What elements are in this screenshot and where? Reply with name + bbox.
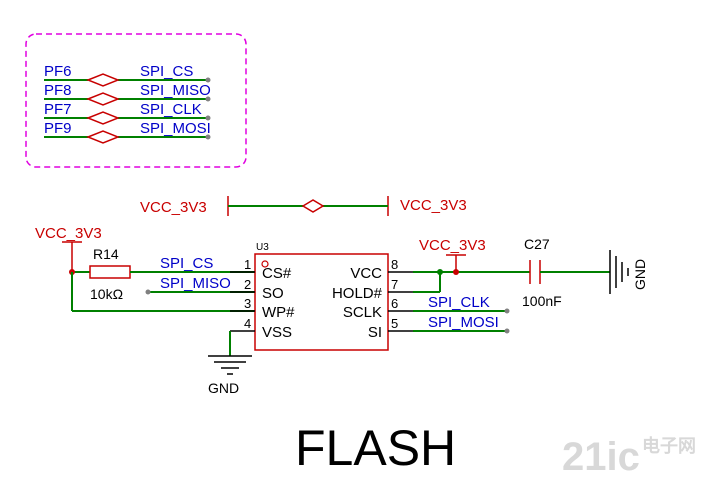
port-pin-label: PF6 <box>44 63 72 80</box>
power-label-left: VCC_3V3 <box>140 199 207 216</box>
port-map-row-miso: PF8 SPI_MISO <box>44 82 211 106</box>
ic-ground: GND <box>208 331 252 396</box>
net-tie-diamond <box>85 130 121 144</box>
pin-name: CS# <box>262 265 292 282</box>
flash-ic: U3 1 CS# 2 SO 3 WP# 4 VSS 8 VCC 7 HOLD# … <box>230 242 413 351</box>
junction-dot <box>453 269 459 275</box>
net-label-spi-miso: SPI_MISO <box>160 275 231 292</box>
port-pin-label: PF8 <box>44 82 72 99</box>
port-net-label: SPI_MOSI <box>140 120 211 137</box>
watermark-cn: 电子网 <box>642 435 696 456</box>
pin-name: SI <box>368 324 382 341</box>
pin1-marker <box>261 260 269 268</box>
net-label-spi-mosi: SPI_MOSI <box>428 314 499 331</box>
ic-body <box>254 253 389 351</box>
net-label-spi-cs: SPI_CS <box>160 255 213 272</box>
ic-supply-label: VCC_3V3 <box>419 237 486 254</box>
resistor-body <box>89 265 131 279</box>
pin-name: WP# <box>262 304 295 321</box>
pin-number: 8 <box>391 257 398 272</box>
pin-number: 4 <box>244 316 251 331</box>
capacitor-c27: C27 100nF <box>522 236 610 309</box>
watermark: 21ic 电子网 <box>562 435 696 479</box>
pin-number: 1 <box>244 257 251 272</box>
port-net-label: SPI_CLK <box>140 101 202 118</box>
power-bridge: VCC_3V3 VCC_3V3 <box>140 196 467 216</box>
net-tie-diamond <box>85 111 121 125</box>
gnd-label: GND <box>208 380 239 396</box>
net-label-spi-clk: SPI_CLK <box>428 294 490 311</box>
pin-number: 7 <box>391 277 398 292</box>
pin-number: 3 <box>244 296 251 311</box>
junction-dot <box>437 269 443 275</box>
pin-name: SO <box>262 285 284 302</box>
resistor-supply: VCC_3V3 <box>35 225 102 272</box>
pin-name: VCC <box>350 265 382 282</box>
port-map-row-clk: PF7 SPI_CLK <box>44 101 211 125</box>
resistor-ref: R14 <box>93 246 119 262</box>
port-map-row-cs: PF6 SPI_CS <box>44 63 211 87</box>
net-tie-diamond <box>85 73 121 87</box>
capacitor-ref: C27 <box>524 236 550 252</box>
power-label-right: VCC_3V3 <box>400 197 467 214</box>
pin-name: SCLK <box>343 304 382 321</box>
cap-gnd-label: GND <box>632 259 648 290</box>
port-net-label: SPI_MISO <box>140 82 211 99</box>
port-map-frame <box>25 33 247 168</box>
pin-name: HOLD# <box>332 285 383 302</box>
port-pin-label: PF9 <box>44 120 72 137</box>
pin-number: 2 <box>244 277 251 292</box>
resistor-supply-label: VCC_3V3 <box>35 225 102 242</box>
pin-number: 5 <box>391 316 398 331</box>
watermark-logo: 21ic <box>562 435 640 479</box>
net-tie-diamond <box>301 199 325 213</box>
schematic-title: FLASH <box>295 420 456 476</box>
pin-number: 6 <box>391 296 398 311</box>
vcc-hold-net: VCC_3V3 <box>413 237 530 293</box>
port-map-row-mosi: PF9 SPI_MOSI <box>44 120 211 144</box>
resistor-value: 10kΩ <box>90 286 123 302</box>
net-tie-diamond <box>85 92 121 106</box>
ic-ref: U3 <box>256 242 269 253</box>
port-pin-label: PF7 <box>44 101 72 118</box>
pin-name: VSS <box>262 324 292 341</box>
port-net-label: SPI_CS <box>140 63 193 80</box>
capacitor-value: 100nF <box>522 293 562 309</box>
cap-ground: GND <box>609 250 648 294</box>
